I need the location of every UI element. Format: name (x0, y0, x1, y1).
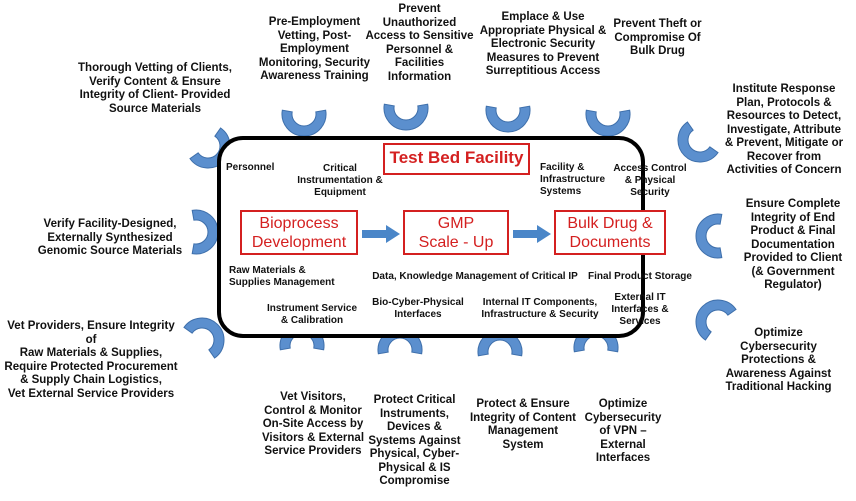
label-optimize-vpn: Optimize Cybersecurity of VPN – External… (584, 398, 662, 464)
label-ensure-complete: Ensure Complete Integrity of End Product… (743, 198, 843, 291)
arc-vet-providers (183, 317, 225, 359)
item-instrument-service: Instrument Service & Calibration (266, 303, 358, 326)
arc-prevent-unauthorized (383, 103, 429, 131)
label-emplace-security: Emplace & Use Appropriate Physical & Ele… (479, 11, 607, 77)
item-access-control: Access Control & Physical Security (613, 163, 687, 198)
arc-institute-response (677, 121, 719, 163)
label-protect-instruments: Protect Critical Instruments, Devices & … (368, 394, 461, 487)
item-external-it: External IT Interfaces & Services (611, 292, 669, 327)
item-critical-instrumentation: Critical Instrumentation & Equipment (297, 163, 383, 198)
arc-pre-employment (281, 109, 327, 137)
arc-prevent-theft (585, 109, 631, 137)
arc-optimize-cyber-hacking (695, 299, 737, 341)
label-thorough-vetting: Thorough Vetting of Clients, Verify Cont… (78, 62, 232, 115)
item-raw-materials: Raw Materials & Supplies Management (229, 265, 335, 288)
item-internal-it: Internal IT Components, Infrastructure &… (481, 297, 599, 320)
stage-gmp: GMP Scale - Up (403, 210, 509, 255)
label-optimize-cyber-hacking: Optimize Cybersecurity Protections & Awa… (725, 327, 832, 393)
label-pre-employment: Pre-Employment Vetting, Post- Employment… (258, 16, 371, 82)
label-prevent-unauthorized: Prevent Unauthorized Access to Sensitive… (365, 3, 474, 83)
item-facility-infrastructure: Facility & Infrastructure Systems (540, 162, 606, 197)
label-institute-response: Institute Response Plan, Protocols & Res… (724, 83, 844, 176)
arc-emplace-security (485, 105, 531, 133)
item-final-product-storage: Final Product Storage (588, 271, 692, 282)
stage-bulk-drug: Bulk Drug & Documents (554, 210, 666, 255)
label-verify-facility: Verify Facility-Designed, Externally Syn… (37, 218, 183, 257)
stage-bioprocess: Bioprocess Development (240, 210, 358, 255)
flow-arrow-1 (362, 225, 400, 243)
arc-ensure-complete (695, 213, 723, 259)
label-prevent-theft: Prevent Theft or Compromise Of Bulk Drug (613, 18, 702, 57)
label-protect-content: Protect & Ensure Integrity of Content Ma… (469, 398, 577, 451)
item-data-knowledge: Data, Knowledge Management of Critical I… (372, 271, 578, 282)
arc-verify-facility (191, 209, 219, 255)
label-vet-visitors: Vet Visitors, Control & Monitor On-Site … (261, 391, 365, 457)
item-personnel: Personnel (226, 162, 275, 173)
facility-title: Test Bed Facility (383, 143, 530, 175)
flow-arrow-2 (513, 225, 551, 243)
item-bio-cyber-physical: Bio-Cyber-Physical Interfaces (372, 297, 464, 320)
label-vet-providers: Vet Providers, Ensure Integrity of Raw M… (4, 320, 178, 400)
